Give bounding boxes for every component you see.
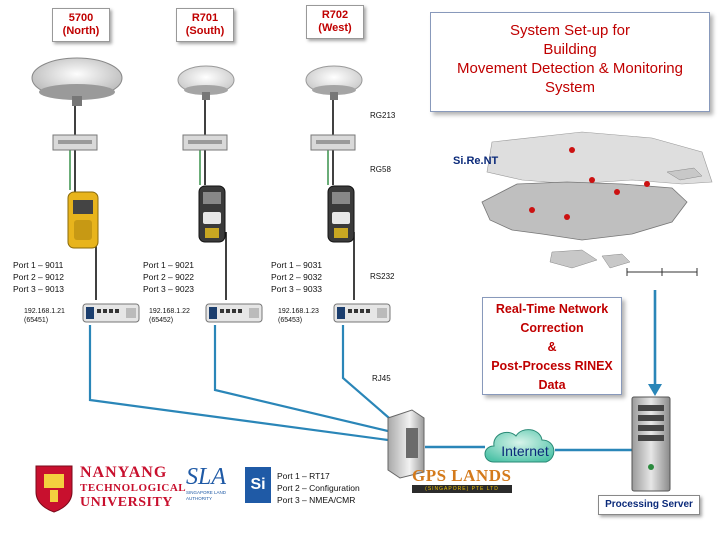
ntu-wordmark: NANYANG TECHNOLOGICAL UNIVERSITY bbox=[80, 464, 186, 511]
gps-lands-subtitle: (SINGAPORE) PTE LTD bbox=[412, 485, 512, 493]
ip-address: 192.168.1.21 bbox=[24, 308, 65, 315]
sla-logo: SLA SINGAPORE LAND AUTHORITY bbox=[186, 464, 240, 502]
receiver-west-location: (West) bbox=[318, 22, 352, 34]
title-line-1: System Set-up for bbox=[509, 22, 631, 39]
title-line-3: Movement Detection & Monitoring bbox=[457, 60, 683, 77]
receiver-south-location: (South) bbox=[185, 25, 225, 37]
port-item: Port 1 – 9031 bbox=[271, 260, 323, 270]
antenna-west-icon bbox=[305, 65, 363, 100]
cable-label-rs232: RS232 bbox=[370, 272, 395, 281]
port-item: Port 3 – 9033 bbox=[271, 284, 323, 294]
port-item: Port 2 – 9012 bbox=[13, 272, 65, 282]
receiver-south-name: R701 bbox=[191, 12, 219, 24]
ip-port: (65451) bbox=[24, 317, 49, 324]
realtime-line: Real-Time Network bbox=[495, 302, 609, 316]
ip-port: (65453) bbox=[278, 317, 303, 324]
processing-server-icon bbox=[631, 396, 671, 492]
splitter-south-icon bbox=[182, 134, 228, 151]
cable-rj45-south bbox=[213, 325, 393, 434]
realtime-line: Post-Process RINEX bbox=[491, 359, 613, 373]
receiver-north-label: 5700 (North) bbox=[52, 8, 110, 42]
receiver-south-label: R701 (South) bbox=[176, 8, 234, 42]
gps-lands-logo: GPS LANDS (SINGAPORE) PTE LTD bbox=[412, 466, 512, 493]
cable-rj45-north bbox=[88, 325, 389, 442]
processing-server-label: Processing Server bbox=[598, 495, 700, 515]
cable-label-rj45: RJ45 bbox=[372, 374, 391, 383]
cable-label-rg58: RG58 bbox=[370, 165, 391, 174]
receiver-south-ip: 192.168.1.22 (65452) bbox=[149, 307, 190, 325]
ntu-crest-logo bbox=[35, 465, 73, 513]
title-line-4: System bbox=[544, 79, 595, 96]
si-logo: Si bbox=[245, 467, 271, 503]
splitter-west-icon bbox=[310, 134, 356, 151]
realtime-correction-label: Real-Time Network Correction & Post-Proc… bbox=[482, 297, 622, 395]
cable-rj45-west bbox=[341, 325, 397, 425]
router-port-item: Port 2 – Configuration bbox=[277, 483, 360, 493]
gps-lands-wordmark: GPS LANDS bbox=[412, 466, 512, 485]
antenna-south-icon bbox=[177, 65, 235, 100]
receiver-north-icon bbox=[67, 191, 99, 249]
port-item: Port 1 – 9011 bbox=[13, 260, 64, 270]
realtime-line: & bbox=[547, 340, 557, 354]
cable-label-rg213: RG213 bbox=[370, 111, 396, 120]
router-port-item: Port 3 – NMEA/CMR bbox=[277, 495, 356, 505]
receiver-north-location: (North) bbox=[62, 25, 100, 37]
realtime-line: Correction bbox=[520, 321, 584, 335]
router-icon bbox=[387, 409, 425, 479]
splitter-north-icon bbox=[52, 134, 98, 151]
router-port-item: Port 1 – RT17 bbox=[277, 471, 330, 481]
receiver-west-icon bbox=[327, 185, 355, 243]
receiver-north-name: 5700 bbox=[68, 12, 94, 24]
title-line-2: Building bbox=[543, 41, 597, 58]
sirenet-label: Si.Re.NT bbox=[453, 155, 499, 167]
router-ports: Port 1 – RT17 Port 2 – Configuration Por… bbox=[277, 470, 360, 506]
port-item: Port 3 – 9023 bbox=[143, 284, 195, 294]
port-item: Port 2 – 9022 bbox=[143, 272, 195, 282]
modem-west-icon bbox=[333, 303, 391, 323]
singapore-network-map bbox=[432, 122, 716, 290]
receiver-north-ip: 192.168.1.21 (65451) bbox=[24, 307, 65, 325]
port-item: Port 1 – 9021 bbox=[143, 260, 195, 270]
diagram-title: System Set-up for Building Movement Dete… bbox=[430, 12, 710, 112]
antenna-north-icon bbox=[31, 57, 123, 106]
internet-label: Internet bbox=[501, 443, 549, 459]
receiver-west-label: R702 (West) bbox=[306, 5, 364, 39]
ntu-line: NANYANG bbox=[80, 464, 168, 481]
receiver-west-ip: 192.168.1.23 (65453) bbox=[278, 307, 319, 325]
sla-wordmark: SLA bbox=[186, 464, 227, 490]
receiver-north-ports: Port 1 – 9011 Port 2 – 9012 Port 3 – 901… bbox=[13, 259, 64, 295]
realtime-line: Data bbox=[538, 378, 566, 392]
ip-port: (65452) bbox=[149, 317, 174, 324]
ntu-line: TECHNOLOGICAL bbox=[80, 482, 187, 494]
modem-north-icon bbox=[82, 303, 140, 323]
ntu-line: UNIVERSITY bbox=[80, 495, 173, 510]
port-item: Port 3 – 9013 bbox=[13, 284, 65, 294]
receiver-south-ports: Port 1 – 9021 Port 2 – 9022 Port 3 – 902… bbox=[143, 259, 194, 295]
ip-address: 192.168.1.22 bbox=[149, 308, 190, 315]
receiver-west-ports: Port 1 – 9031 Port 2 – 9032 Port 3 – 903… bbox=[271, 259, 322, 295]
receiver-west-name: R702 bbox=[321, 9, 349, 21]
sla-subtitle: SINGAPORE LAND AUTHORITY bbox=[186, 490, 227, 501]
receiver-south-icon bbox=[198, 185, 226, 243]
internet-cloud-icon bbox=[484, 429, 555, 463]
port-item: Port 2 – 9032 bbox=[271, 272, 323, 282]
ip-address: 192.168.1.23 bbox=[278, 308, 319, 315]
modem-south-icon bbox=[205, 303, 263, 323]
